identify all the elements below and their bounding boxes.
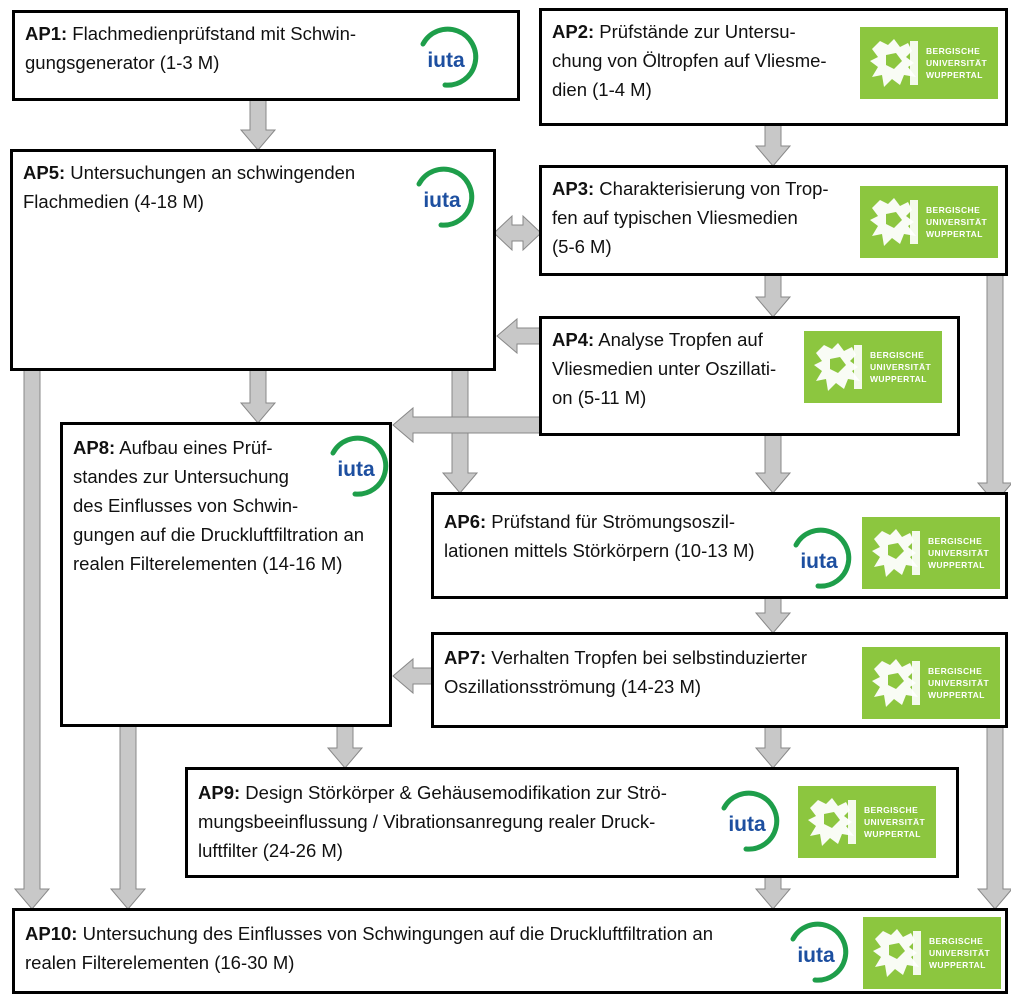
arrow-ap5-ap3 [493, 214, 542, 252]
lion-emblem-icon [870, 39, 918, 87]
arrow-ap7-ap10-right [976, 725, 1011, 910]
iuta-logo: iuta [411, 164, 477, 230]
svg-text:iuta: iuta [423, 189, 461, 212]
lion-emblem-icon [873, 929, 921, 977]
ap3-text: AP3: Charakterisierung von Trop-fen auf … [552, 178, 829, 257]
arrow-ap7-ap8 [392, 657, 434, 695]
ap6-text: AP6: Prüfstand für Strömungsoszil-lation… [444, 511, 755, 561]
svg-text:iuta: iuta [800, 550, 838, 573]
arrow-ap5-ap10 [13, 368, 51, 910]
arrow-ap9-ap10 [754, 875, 792, 910]
iuta-logo: iuta [716, 788, 782, 854]
ap1-box: AP1: Flachmedienprüfstand mit Schwin-gun… [12, 10, 520, 101]
svg-text:iuta: iuta [728, 813, 766, 836]
svg-text:iuta: iuta [337, 458, 375, 481]
iuta-logo: iuta [415, 24, 481, 90]
lion-emblem-icon [872, 529, 920, 577]
ap10-box: AP10: Untersuchung des Einflusses von Sc… [12, 908, 1008, 994]
svg-text:iuta: iuta [427, 49, 465, 72]
iuta-mark: iuta [416, 166, 475, 228]
arrow-ap4-ap6 [754, 433, 792, 494]
iuta-mark: iuta [330, 435, 389, 497]
arrow-ap7-ap9 [754, 725, 792, 769]
arrow-ap4-ap5 [496, 317, 542, 355]
lion-emblem-icon [814, 343, 862, 391]
arrow-ap3-ap6-right [976, 273, 1011, 504]
arrow-ap8-ap10 [109, 724, 147, 910]
ap8-text: AP8: Aufbau eines Prüf-standes zur Unter… [73, 437, 365, 574]
arrow-ap8-ap9 [326, 724, 364, 769]
lion-emblem-icon [872, 659, 920, 707]
arrow-ap6-ap7 [754, 596, 792, 634]
ap2-text: AP2: Prüfstände zur Untersu-chung von Öl… [552, 21, 827, 100]
arrow-ap3-ap4 [754, 273, 792, 318]
lion-emblem-icon [870, 198, 918, 246]
ap6-box: AP6: Prüfstand für Strömungsoszil-lation… [431, 492, 1008, 599]
arrow-ap2-ap3 [754, 123, 792, 167]
iuta-mark: iuta [790, 921, 849, 983]
iuta-mark: iuta [420, 26, 479, 88]
arrow-ap4-ap8 [392, 406, 542, 444]
ap1-text: AP1: Flachmedienprüfstand mit Schwin-gun… [25, 23, 357, 73]
svg-text:iuta: iuta [797, 944, 835, 967]
ap9-text: AP9: Design Störkörper & Gehäusemodifika… [198, 782, 667, 861]
iuta-mark: iuta [793, 527, 852, 589]
ap9-box: AP9: Design Störkörper & Gehäusemodifika… [185, 767, 959, 878]
ap7-text: AP7: Verhalten Tropfen bei selbstinduzie… [444, 647, 808, 697]
iuta-logo: iuta [788, 525, 854, 591]
arrow-ap5-ap8 [239, 368, 277, 424]
ap10-text: AP10: Untersuchung des Einflusses von Sc… [25, 923, 713, 973]
lion-emblem-icon [808, 798, 856, 846]
ap8-box: AP8: Aufbau eines Prüf-standes zur Unter… [60, 422, 392, 727]
iuta-mark: iuta [721, 790, 780, 852]
ap2-box: AP2: Prüfstände zur Untersu-chung von Öl… [539, 8, 1008, 126]
ap7-box: AP7: Verhalten Tropfen bei selbstinduzie… [431, 632, 1008, 728]
ap3-box: AP3: Charakterisierung von Trop-fen auf … [539, 165, 1008, 276]
iuta-logo: iuta [325, 433, 391, 499]
iuta-logo: iuta [785, 919, 851, 985]
arrow-ap1-ap5 [239, 96, 277, 151]
